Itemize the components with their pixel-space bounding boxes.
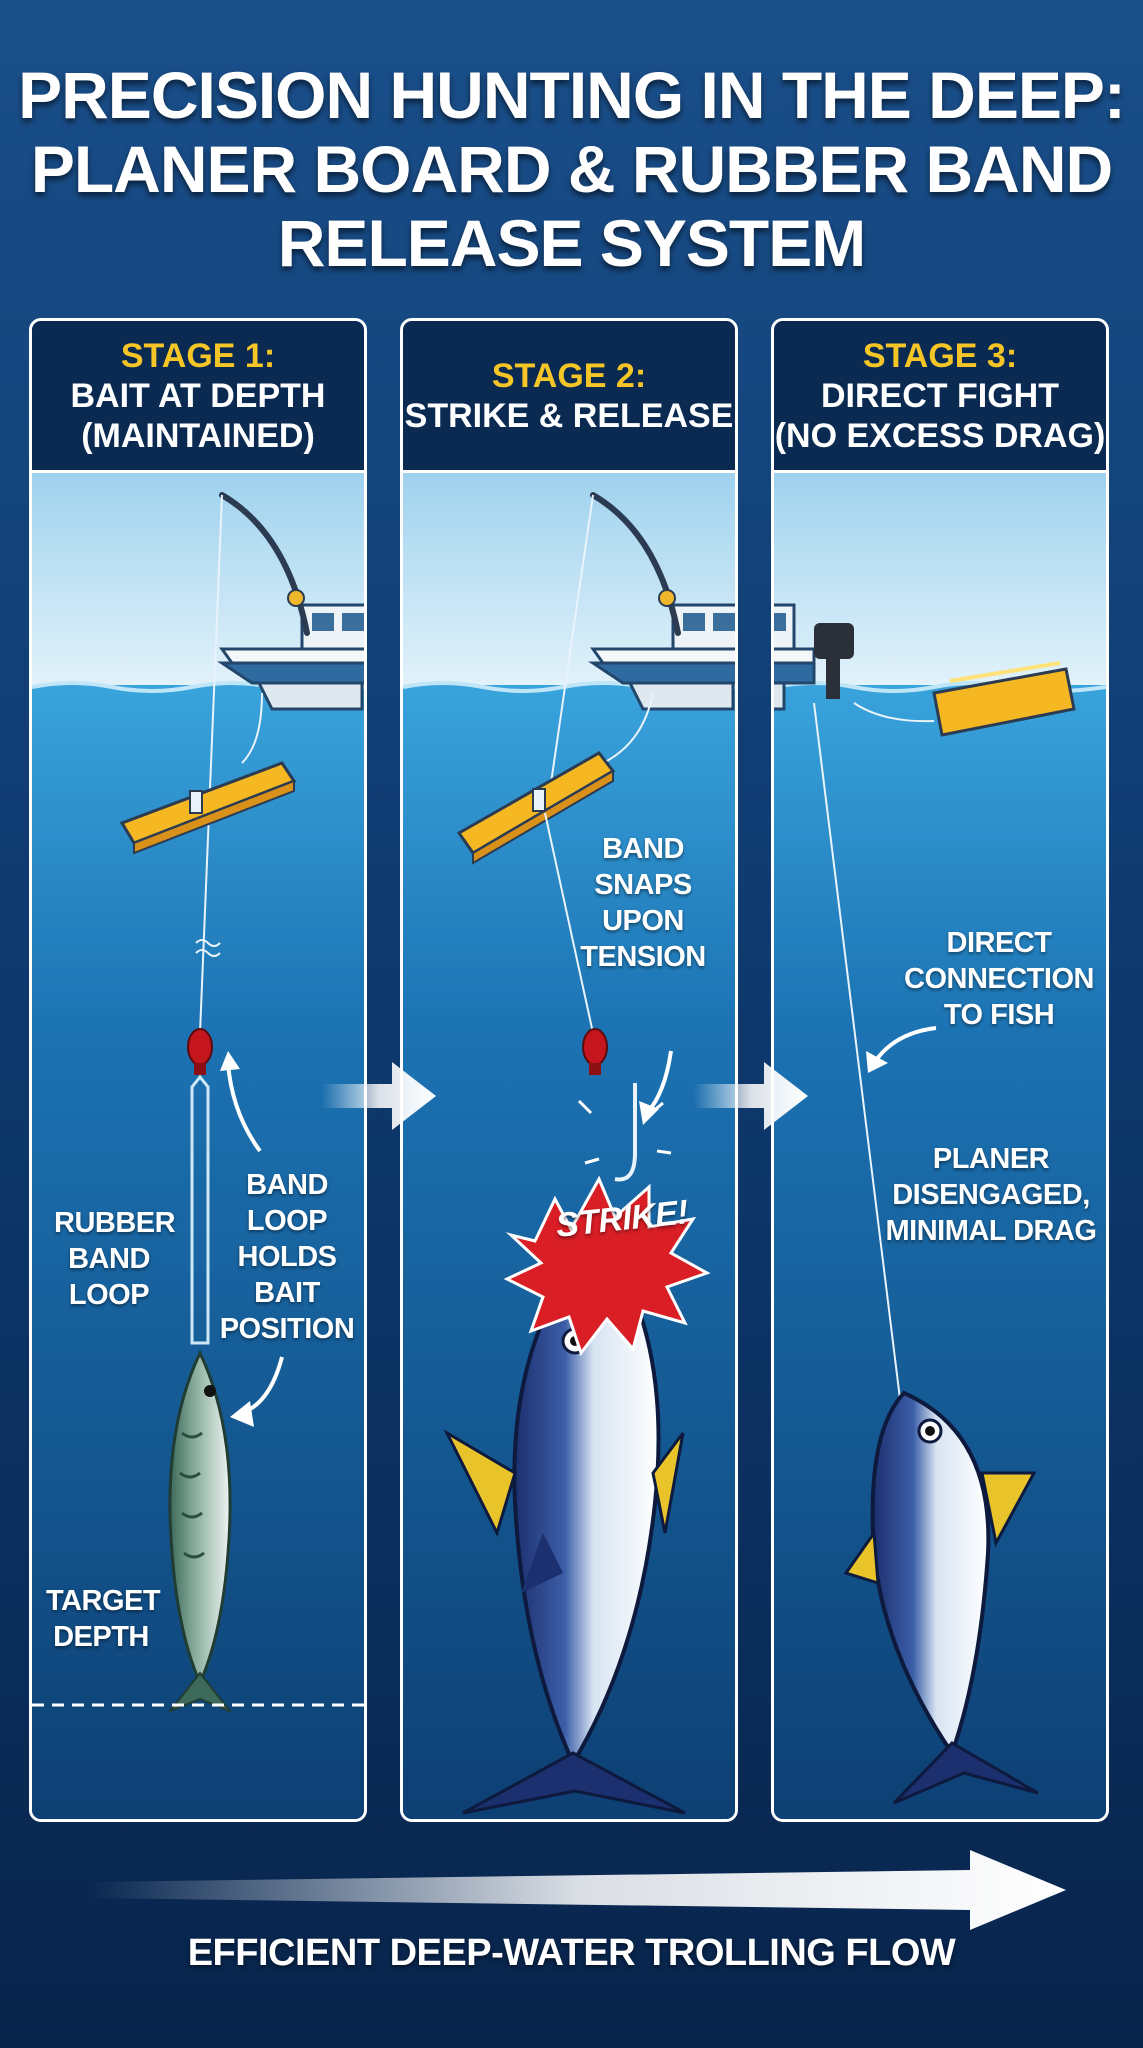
stage-3-desc-line-2: (NO EXCESS DRAG): [774, 416, 1106, 455]
stage-2-scene: [403, 473, 735, 1819]
planer-disengaged-label: PLANER DISENGAGED, MINIMAL DRAG: [885, 1143, 1097, 1247]
target-depth-label: TARGET DEPTH: [46, 1585, 161, 1653]
stage-1-desc-line-1: BAIT AT DEPTH: [70, 376, 326, 415]
strike-burst-icon: [503, 1175, 711, 1357]
tuna-icon: [443, 1229, 686, 1815]
stage-3-number: STAGE 3:: [862, 336, 1018, 375]
direct-connection-label: DIRECT CONNECTION TO FISH: [904, 927, 1094, 1031]
title-line-3: RELEASE SYSTEM: [277, 206, 866, 280]
stage-1-panel: STAGE 1: BAIT AT DEPTH (MAINTAINED): [29, 318, 367, 1822]
flow-arrow-icon: [322, 1062, 436, 1130]
flow-arrow-icon: [694, 1062, 808, 1130]
footer-caption: EFFICIENT DEEP-WATER TROLLING FLOW: [187, 1932, 956, 1974]
swivel-icon: [187, 1028, 213, 1075]
stage-2-number: STAGE 2:: [491, 356, 647, 395]
planer-board-icon: [456, 751, 616, 865]
title-line-1: PRECISION HUNTING IN THE DEEP:: [18, 58, 1126, 132]
band-loop-holds-label: BAND LOOP HOLDS BAIT POSITION: [219, 1169, 355, 1345]
rubber-band-loop-label: RUBBER BAND LOOP: [54, 1207, 176, 1311]
stage-1-desc-line-2: (MAINTAINED): [81, 416, 315, 455]
fishing-rod-icon: [219, 492, 310, 636]
planer-board-icon: [932, 661, 1076, 737]
outboard-motor-icon: [814, 623, 854, 699]
stage-3-panel: STAGE 3: DIRECT FIGHT (NO EXCESS DRAG): [771, 318, 1109, 1822]
stage-2-panel: STAGE 2: STRIKE & RELEASE: [400, 318, 738, 1822]
title-line-2: PLANER BOARD & RUBBER BAND: [30, 132, 1113, 206]
planer-board-icon: [119, 761, 297, 855]
stage-2-desc-line-1: STRIKE & RELEASE: [404, 396, 734, 435]
stage-1-scene: [32, 473, 364, 1819]
stage-3-scene: [774, 473, 1106, 1819]
mackerel-icon: [166, 1349, 234, 1714]
fishing-rod-icon: [590, 492, 681, 636]
stage-3-desc-line-1: DIRECT FIGHT: [821, 376, 1059, 415]
stage-3-header: STAGE 3: DIRECT FIGHT (NO EXCESS DRAG): [774, 321, 1106, 473]
hook-icon: [577, 1083, 672, 1182]
page-title: PRECISION HUNTING IN THE DEEP: PLANER BO…: [0, 58, 1143, 280]
stage-1-number: STAGE 1:: [120, 336, 276, 375]
stage-1-header: STAGE 1: BAIT AT DEPTH (MAINTAINED): [32, 321, 364, 473]
band-snaps-label: BAND SNAPS UPON TENSION: [580, 833, 706, 973]
flow-arrow-icon: [90, 1850, 1066, 1930]
stage-2-header: STAGE 2: STRIKE & RELEASE: [403, 321, 735, 473]
tuna-icon: [843, 1390, 1039, 1805]
swivel-icon: [582, 1028, 608, 1075]
rubber-band-loop: [190, 1074, 210, 1345]
